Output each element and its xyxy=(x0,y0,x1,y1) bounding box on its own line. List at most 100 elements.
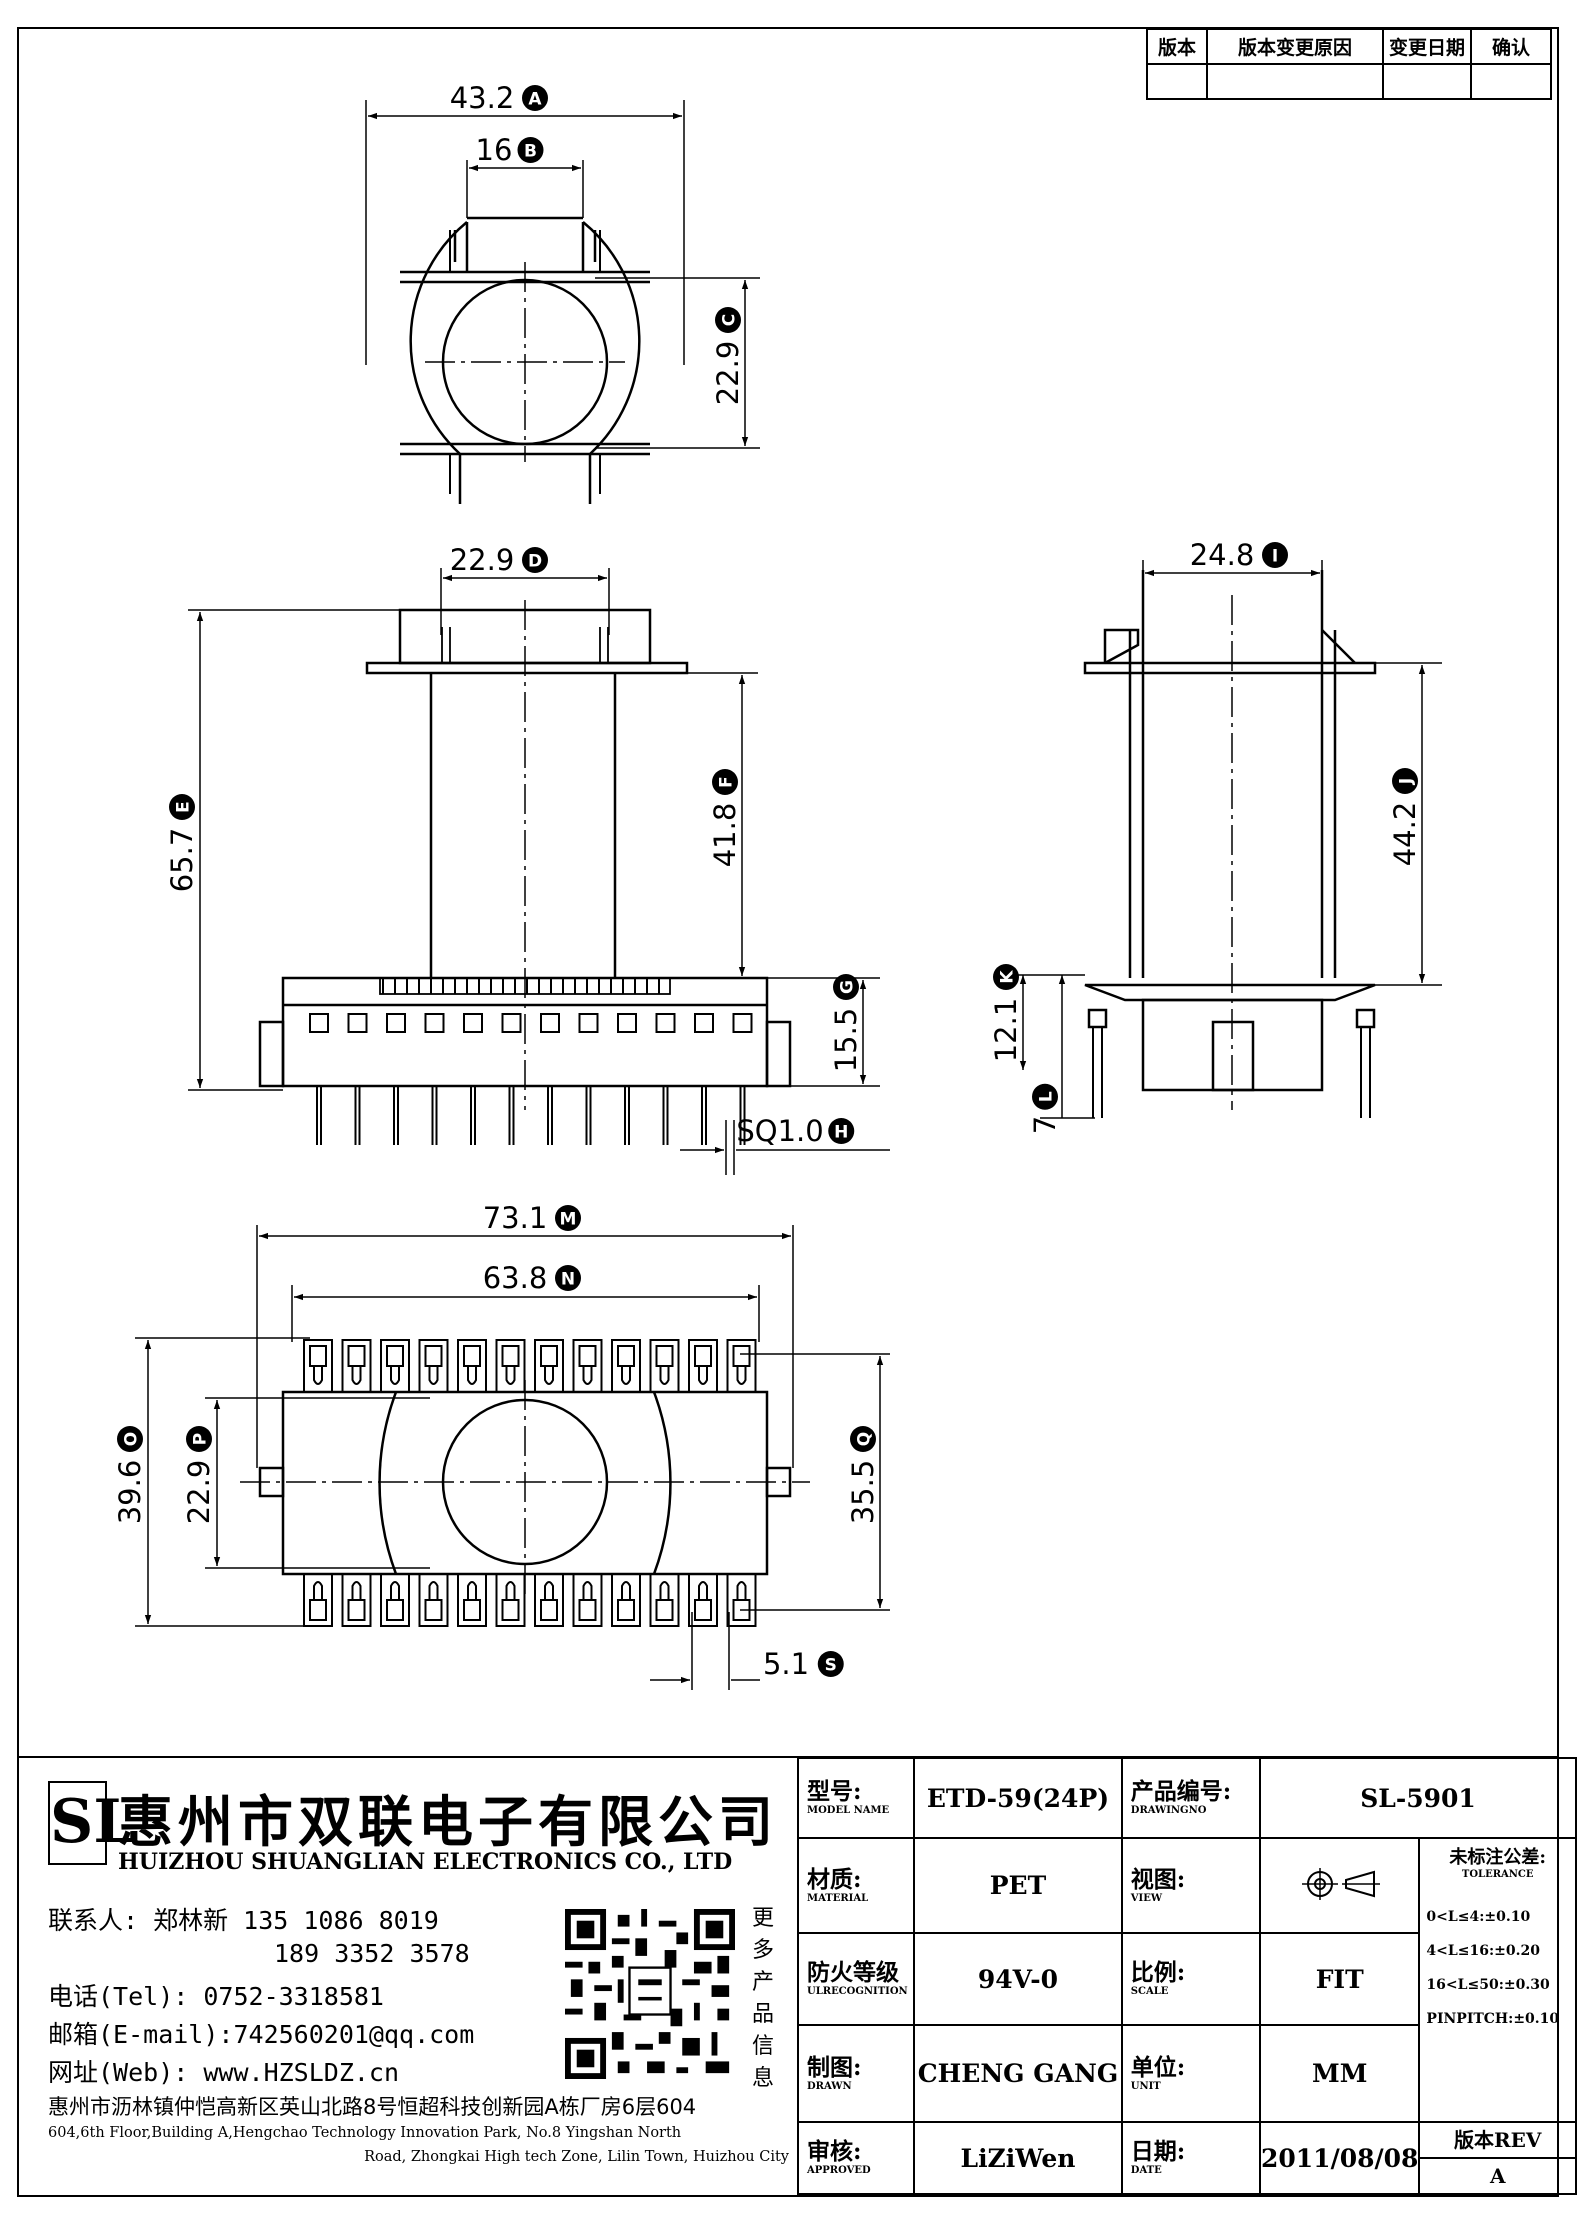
company-name-cn: 惠州市双联电子有限公司 xyxy=(118,1789,779,1854)
dim-tag-letter: O xyxy=(122,1432,142,1446)
comb-tooth xyxy=(726,1574,757,1627)
pin-end xyxy=(694,1599,712,1621)
pin-end xyxy=(309,1599,327,1621)
rev-value: A xyxy=(1489,2164,1506,2188)
side-view xyxy=(1083,570,1377,1118)
comb-tooth xyxy=(688,1339,718,1392)
comb-tooth xyxy=(688,1574,718,1627)
pin-end xyxy=(578,1345,597,1367)
svg-text:22.9: 22.9 xyxy=(450,543,515,577)
fire-rating-value: 94V-0 xyxy=(977,1964,1059,1994)
comb-tooth xyxy=(649,1574,680,1627)
dim-tag-circle xyxy=(555,1265,581,1291)
pin-slot xyxy=(540,1013,560,1033)
svg-text:73.1: 73.1 xyxy=(483,1201,548,1235)
pin-end xyxy=(386,1599,404,1621)
address-en-line1: 604,6th Floor,Building A,Hengchao Techno… xyxy=(48,2125,682,2141)
pin-end xyxy=(617,1599,635,1621)
bottom-dim-Q: 35.5Q xyxy=(846,1426,880,1524)
date-value: 2011/08/08 xyxy=(1261,2143,1419,2173)
material-value: PET xyxy=(989,1871,1047,1900)
front-dim-H: SQ1.0 H xyxy=(736,1114,855,1148)
dim-tag-circle xyxy=(169,794,195,820)
svg-text:7: 7 xyxy=(1028,1116,1062,1134)
svg-text:SQ1.0: SQ1.0 xyxy=(736,1114,823,1148)
dim-tag-letter: G xyxy=(838,980,858,994)
dim-tag-letter: L xyxy=(1037,1091,1057,1102)
tel-line: 电话(Tel): 0752-3318581 xyxy=(48,1982,384,2011)
spec-table: 型号:MODEL NAME ETD-59(24P) 产品编号:DRAWINGNO… xyxy=(796,1757,1577,2195)
revision-table: 版本 版本变更原因 变更日期 确认 xyxy=(1146,28,1552,100)
dim-tag-circle xyxy=(833,974,859,1000)
pin-end xyxy=(424,1599,443,1621)
comb-tooth xyxy=(341,1574,372,1627)
dim-tag-circle xyxy=(828,1118,855,1144)
pin-end xyxy=(655,1345,674,1367)
fire-rating-label: 防火等级 xyxy=(807,1959,899,1986)
pin-end xyxy=(540,1345,558,1367)
pin-end xyxy=(347,1599,366,1621)
qr-more-info: 更多产 品信息 xyxy=(751,1906,774,2091)
qr-code-image xyxy=(565,1909,735,2079)
dim-tag-letter: J xyxy=(1397,778,1417,785)
dim-tag-letter: I xyxy=(1272,547,1278,567)
date-label: 日期: xyxy=(1130,2138,1186,2165)
sheet-border xyxy=(17,27,1559,2197)
dim-tag-letter: C xyxy=(720,314,740,326)
pin-slot xyxy=(655,1013,676,1033)
pin-slot xyxy=(386,1013,406,1033)
comb-tooth xyxy=(380,1574,410,1627)
dim-tag-circle xyxy=(1392,768,1418,794)
model-label: 型号: xyxy=(807,1778,862,1805)
drawing-no-value: SL-5901 xyxy=(1360,1783,1476,1813)
svg-text:16: 16 xyxy=(476,133,513,167)
pin-slot xyxy=(617,1013,637,1033)
tolerance-row: 4<L≤16:±0.20 xyxy=(1426,1943,1540,1959)
bottom-dim-P: 22.9 P xyxy=(182,1426,216,1524)
dim-tag-circle xyxy=(117,1426,143,1452)
tolerance-row: PINPITCH:±0.10 xyxy=(1426,2011,1560,2027)
dim-tag-circle xyxy=(1262,542,1288,568)
unit-label: 单位: xyxy=(1130,2053,1186,2081)
approved-label: 审核: xyxy=(807,2138,862,2165)
drawn-value: CHENG GANG xyxy=(917,2059,1119,2088)
dim-tag-circle xyxy=(817,1651,844,1677)
pin-end xyxy=(424,1345,443,1367)
contact-phone-2: 189 3352 3578 xyxy=(274,1939,470,1968)
dim-tag-letter: K xyxy=(998,970,1018,984)
side-dim-K: 12.1 K xyxy=(989,964,1023,1062)
unit-value: MM xyxy=(1312,2059,1368,2088)
comb-tooth xyxy=(457,1339,487,1392)
dim-tag-circle xyxy=(1032,1083,1058,1110)
dim-tag-letter: D xyxy=(528,552,542,572)
drawn-label: 制图: xyxy=(807,2053,862,2081)
svg-text:15.5: 15.5 xyxy=(829,1008,863,1073)
comb-tooth xyxy=(457,1574,487,1627)
pin-slot xyxy=(463,1013,483,1033)
dim-tag-letter: Q xyxy=(855,1432,875,1446)
svg-text:22.9: 22.9 xyxy=(182,1460,216,1525)
comb-tooth xyxy=(572,1574,603,1627)
dim-tag-circle xyxy=(517,137,544,163)
comb-tooth xyxy=(303,1339,333,1392)
dim-tag-letter: P xyxy=(191,1433,211,1445)
pin-end xyxy=(309,1345,327,1367)
svg-text:24.8: 24.8 xyxy=(1190,538,1255,572)
pin-slot xyxy=(578,1013,599,1033)
dim-tag-circle xyxy=(186,1426,212,1452)
svg-text:65.7: 65.7 xyxy=(165,828,199,893)
svg-text:12.1: 12.1 xyxy=(989,998,1023,1063)
svg-text:22.9: 22.9 xyxy=(711,341,745,406)
top-dim-C: 22.9 C xyxy=(711,307,745,405)
dim-tag-letter: H xyxy=(834,1123,848,1143)
rev-header-reason: 版本变更原因 xyxy=(1206,28,1384,65)
front-dim-G: 15.5 G xyxy=(829,974,863,1072)
rev-header-version: 版本 xyxy=(1146,28,1208,65)
side-dim-J: 44.2J xyxy=(1388,768,1422,866)
comb-tooth xyxy=(572,1339,603,1392)
side-dim-I: 24.8 I xyxy=(1190,538,1288,572)
tolerance-row: 0<L≤4:±0.10 xyxy=(1426,1909,1531,1925)
